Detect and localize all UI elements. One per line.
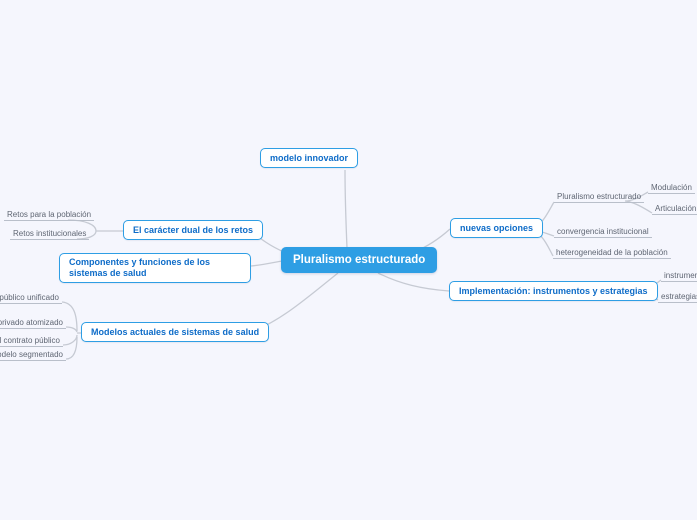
leaf-convergencia-institucional[interactable]: convergencia institucional: [554, 227, 652, 238]
leaf-heterogeneidad-poblacion[interactable]: heterogeneidad de la población: [553, 248, 671, 259]
leaf-retos-institucionales[interactable]: Retos institucionales: [10, 229, 90, 240]
leaf-modelo-publico-unificado[interactable]: modelo público unificado: [0, 293, 62, 304]
node-componentes-funciones[interactable]: Componentes y funciones de los sistemas …: [59, 253, 251, 283]
leaf-estrategias[interactable]: estrategias de cambio: [658, 292, 697, 303]
leaf-modelo-segmentado[interactable]: modelo segmentado: [0, 350, 66, 361]
connector-root-implementacion: [377, 272, 450, 292]
connector-root-innovador: [344, 169, 348, 249]
connector-root-componentes: [250, 260, 283, 267]
leaf-instrumentos[interactable]: instrumentos de política: [661, 271, 697, 282]
leaf-pluralismo-estructurado[interactable]: Pluralismo estructurado: [554, 192, 645, 203]
node-caracter-dual[interactable]: El carácter dual de los retos: [123, 220, 264, 240]
leaf-retos-poblacion[interactable]: Retos para la población: [4, 210, 95, 221]
connector-modelos-children: [61, 301, 81, 360]
root-node-pluralismo-estructurado[interactable]: Pluralismo estructurado: [281, 247, 438, 273]
leaf-modelo-privado-atomizado[interactable]: modelo privado atomizado: [0, 318, 66, 329]
node-modelos-actuales[interactable]: Modelos actuales de sistemas de salud: [81, 322, 270, 342]
node-modelo-innovador[interactable]: modelo innovador: [260, 148, 359, 168]
leaf-articulacion[interactable]: Articulación: [652, 204, 697, 215]
node-nuevas-opciones[interactable]: nuevas opciones: [450, 218, 544, 238]
leaf-modulacion[interactable]: Modulación: [648, 183, 695, 194]
leaf-modelo-contrato-publico[interactable]: modelo del contrato público: [0, 336, 63, 347]
connector-pluralismo-children: [624, 191, 653, 214]
node-implementacion[interactable]: Implementación: instrumentos y estrategi…: [449, 281, 658, 301]
